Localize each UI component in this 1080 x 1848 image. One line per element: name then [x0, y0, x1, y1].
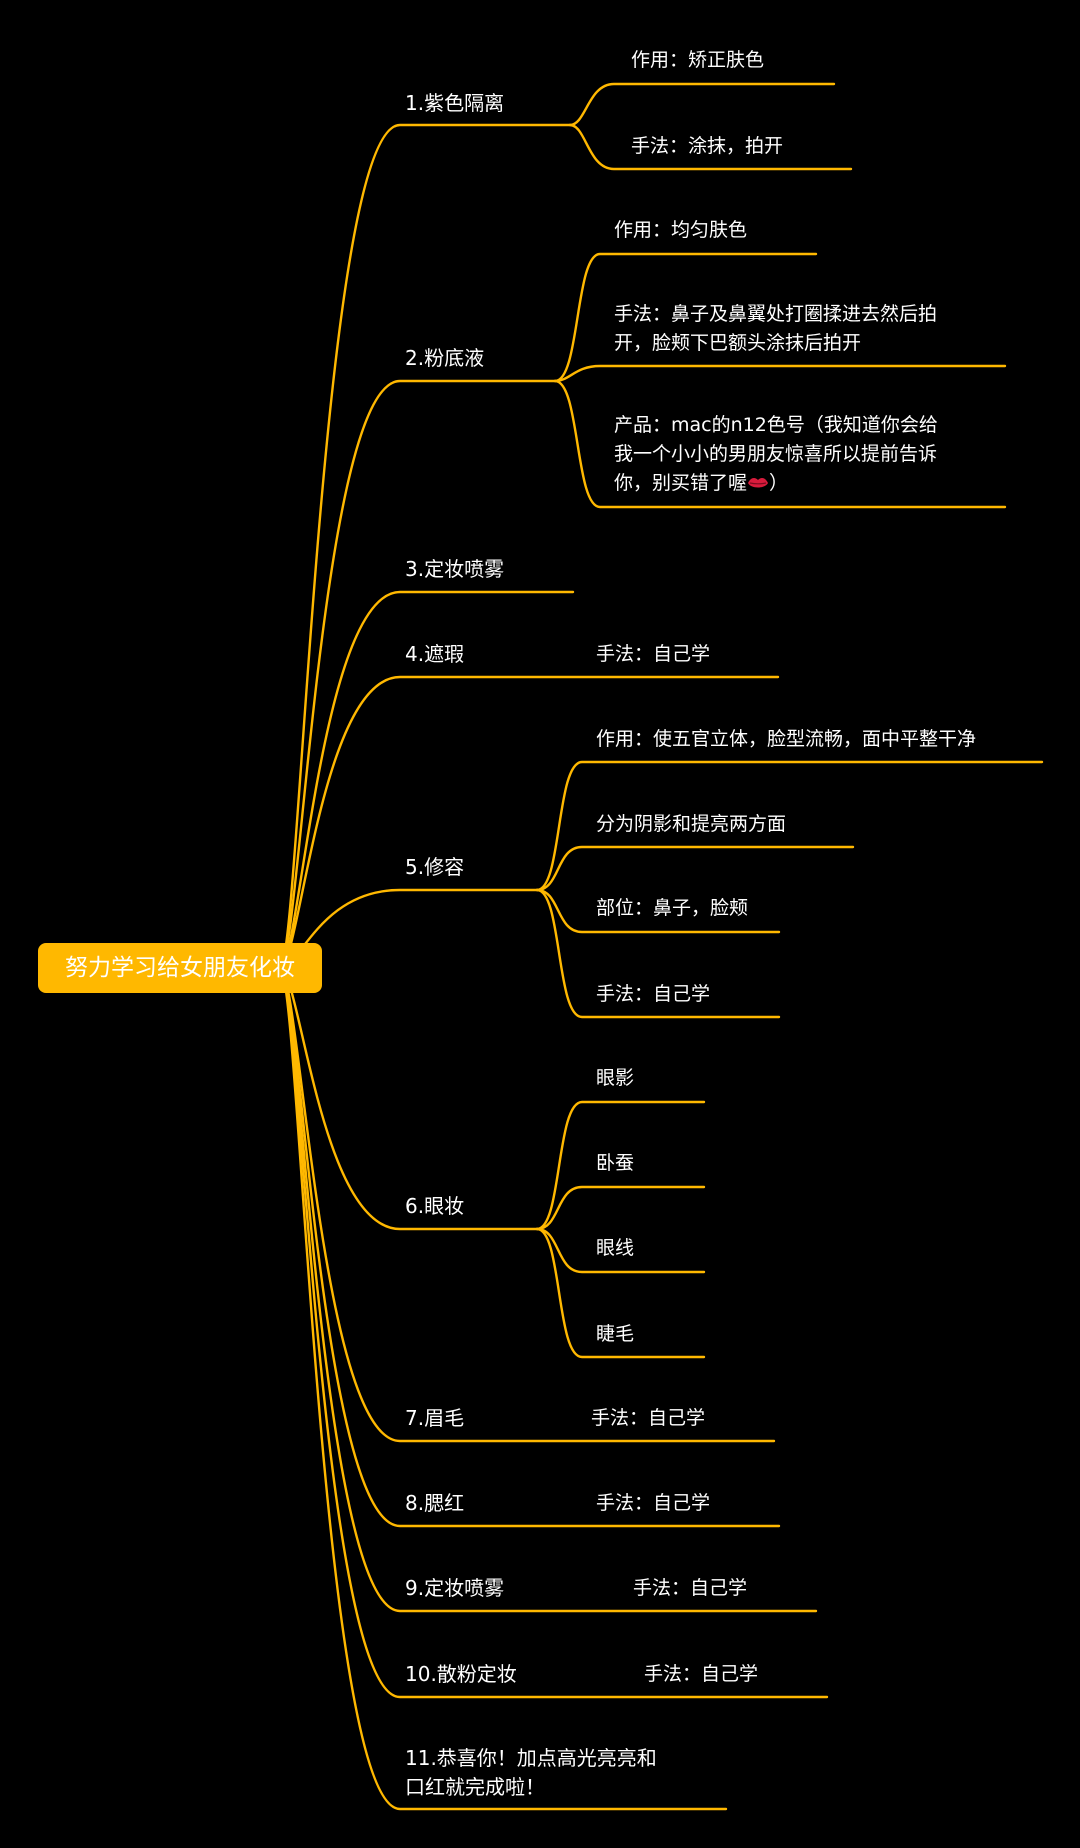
- b2-child-technique-line1: 手法：鼻子及鼻翼处打圈揉进去然后拍: [614, 303, 938, 325]
- connector-b2-c2: [553, 379, 1007, 509]
- connector-b5-c2: [535, 888, 781, 934]
- branch-label-1[interactable]: 1.紫色隔离: [405, 91, 505, 115]
- b8-child-technique[interactable]: 手法：自己学: [596, 1492, 711, 1514]
- b2-child-product-line3: 你，别买错了喔 ）: [614, 469, 938, 498]
- connector-branch-6: [278, 966, 539, 1231]
- branch-label-3[interactable]: 3.定妆喷雾: [405, 557, 505, 581]
- b2-child-product-line3-text: 你，别买错了喔: [614, 472, 748, 494]
- connector-b6-c0: [535, 1100, 706, 1231]
- b9-child-technique[interactable]: 手法：自己学: [633, 1577, 748, 1599]
- connector-b5-c1: [535, 845, 855, 892]
- b4-child-technique[interactable]: 手法：自己学: [596, 643, 711, 665]
- connector-b1-c1: [568, 123, 853, 171]
- connector-b1-c0: [568, 82, 836, 127]
- b6-child-lashes[interactable]: 睫毛: [596, 1323, 635, 1345]
- branch-label-7[interactable]: 7.眉毛: [405, 1406, 465, 1430]
- b2-child-product[interactable]: 产品：mac的n12色号（我知道你会给 我一个小小的男朋友惊喜所以提前告诉 你，…: [614, 411, 938, 498]
- branch-label-10[interactable]: 10.散粉定妆: [405, 1662, 517, 1686]
- b7-child-technique[interactable]: 手法：自己学: [591, 1407, 706, 1429]
- connector-b5-c3: [535, 888, 781, 1019]
- branch-label-6[interactable]: 6.眼妆: [405, 1194, 465, 1218]
- b10-child-technique[interactable]: 手法：自己学: [644, 1663, 759, 1685]
- branch-label-9[interactable]: 9.定妆喷雾: [405, 1576, 505, 1600]
- connector-branch-1: [278, 123, 572, 970]
- branch-label-4[interactable]: 4.遮瑕: [405, 642, 465, 666]
- b5-child-areas[interactable]: 部位：鼻子，脸颊: [596, 897, 749, 919]
- b5-child-technique[interactable]: 手法：自己学: [596, 983, 711, 1005]
- b2-child-product-line3-tail: ）: [769, 472, 789, 494]
- connector-b6-c3: [535, 1227, 706, 1359]
- branch-label-11-line1: 11.恭喜你！加点高光亮亮和: [405, 1746, 657, 1770]
- b6-child-eyeshadow[interactable]: 眼影: [596, 1067, 635, 1089]
- root-node[interactable]: 努力学习给女朋友化妆: [38, 943, 322, 993]
- branch-label-8[interactable]: 8.腮红: [405, 1491, 465, 1515]
- b1-child-technique[interactable]: 手法：涂抹，拍开: [631, 135, 784, 157]
- b2-child-technique[interactable]: 手法：鼻子及鼻翼处打圈揉进去然后拍 开，脸颊下巴额头涂抹后拍开: [614, 300, 937, 358]
- branch-label-11[interactable]: 11.恭喜你！加点高光亮亮和 口红就完成啦！: [405, 1744, 657, 1802]
- branch-label-5[interactable]: 5.修容: [405, 855, 465, 879]
- connector-b5-c0: [535, 760, 1044, 892]
- b2-child-product-line2: 我一个小小的男朋友惊喜所以提前告诉: [614, 443, 938, 465]
- b6-child-eyeliner[interactable]: 眼线: [596, 1237, 635, 1259]
- connector-branch-9: [278, 966, 818, 1613]
- connector-branch-8: [278, 966, 781, 1528]
- kiss-lips-icon: [748, 478, 769, 488]
- connector-b2-c0: [553, 252, 818, 383]
- b5-child-effect[interactable]: 作用：使五官立体，脸型流畅，面中平整干净: [596, 728, 977, 750]
- branch-label-11-line2: 口红就完成啦！: [405, 1775, 545, 1799]
- connector-branch-7: [278, 966, 776, 1443]
- connector-b6-c1: [535, 1185, 706, 1231]
- branch-label-2[interactable]: 2.粉底液: [405, 346, 485, 370]
- connector-branch-11: [278, 966, 728, 1811]
- b2-child-product-line1: 产品：mac的n12色号（我知道你会给: [614, 414, 938, 436]
- b5-child-aspects[interactable]: 分为阴影和提亮两方面: [596, 813, 787, 835]
- b1-child-effect[interactable]: 作用：矫正肤色: [631, 49, 765, 71]
- b2-child-effect[interactable]: 作用：均匀肤色: [614, 219, 748, 241]
- b6-child-aegyo-sal[interactable]: 卧蚕: [596, 1152, 635, 1174]
- b2-child-technique-line2: 开，脸颊下巴额头涂抹后拍开: [614, 332, 862, 354]
- connector-branch-2: [278, 379, 557, 970]
- connector-b2-c1: [553, 364, 1007, 383]
- connector-b6-c2: [535, 1227, 706, 1274]
